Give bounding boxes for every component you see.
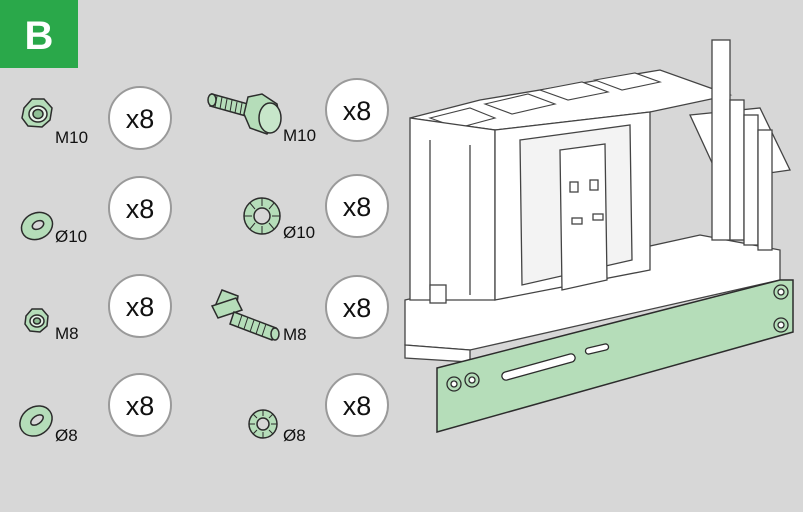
quantity-circle (325, 373, 389, 437)
quantity-circle (108, 176, 172, 240)
hex-nut-icon (21, 98, 53, 128)
circuit-breaker-illustration (404, 39, 794, 433)
part-flat-washer-10: Ø10 x8 (20, 176, 172, 246)
part-t-bolt-m8: M8 x8 (210, 275, 389, 344)
lock-washer-icon (243, 197, 281, 235)
quantity-circle (108, 86, 172, 150)
quantity-circle (325, 275, 389, 339)
part-label: M10 (55, 128, 88, 147)
part-label: Ø10 (55, 227, 87, 246)
part-quantity: x8 (343, 96, 372, 126)
plate-bolts (446, 284, 789, 392)
lock-washer-icon (248, 409, 278, 439)
part-lock-washer-10: Ø10 x8 (243, 174, 389, 242)
quantity-circle (325, 78, 389, 142)
part-label: M8 (283, 325, 307, 344)
hex-bolt-icon (207, 93, 282, 135)
part-quantity: x8 (343, 391, 372, 421)
breaker-side (409, 117, 496, 301)
step-badge-box (0, 0, 78, 68)
part-label: Ø8 (283, 426, 306, 445)
step-badge-letter: B (25, 14, 54, 58)
step-badge: B (0, 0, 78, 68)
quantity-circle (108, 274, 172, 338)
mounting-plate (436, 279, 794, 433)
part-quantity: x8 (126, 292, 155, 322)
part-quantity: x8 (126, 104, 155, 134)
flat-washer-icon (20, 211, 54, 241)
part-hex-bolt-m10: M10 x8 (207, 78, 389, 145)
hex-nut-icon (24, 308, 49, 333)
part-label: M10 (283, 126, 316, 145)
part-hex-nut-m8: M8 x8 (24, 274, 172, 343)
part-flat-washer-8: Ø8 x8 (19, 373, 172, 445)
part-quantity: x8 (343, 192, 372, 222)
part-quantity: x8 (126, 391, 155, 421)
part-label: Ø10 (283, 223, 315, 242)
part-label: Ø8 (55, 426, 78, 445)
terminal-rails (689, 39, 791, 251)
part-lock-washer-8: Ø8 x8 (248, 373, 389, 445)
part-quantity: x8 (126, 194, 155, 224)
t-bolt-icon (210, 289, 280, 341)
quantity-circle (325, 174, 389, 238)
part-hex-nut-m10: M10 x8 (21, 86, 172, 150)
flat-washer-icon (19, 405, 53, 437)
quantity-circle (108, 373, 172, 437)
part-quantity: x8 (343, 293, 372, 323)
part-label: M8 (55, 324, 79, 343)
